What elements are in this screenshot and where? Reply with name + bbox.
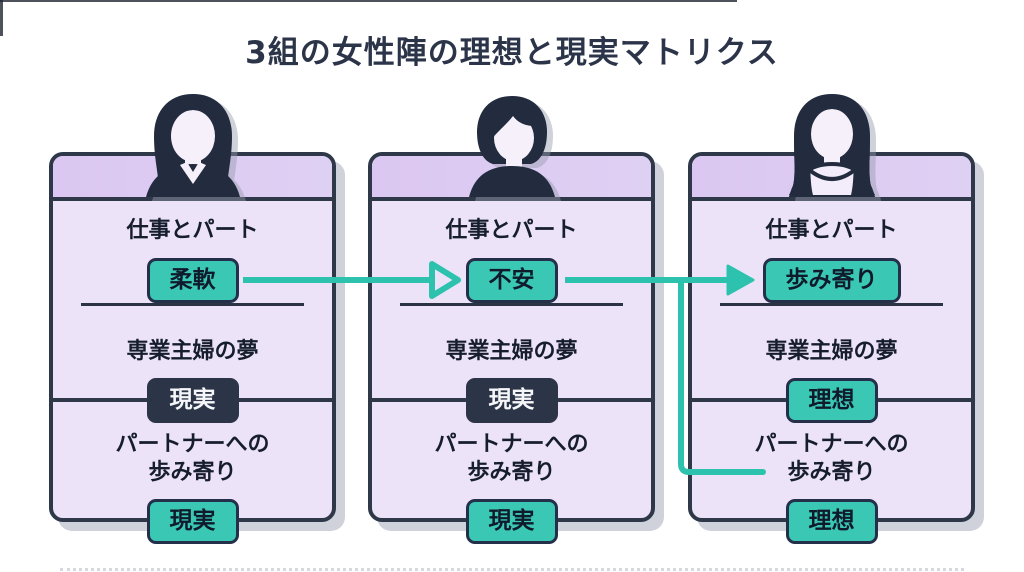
card1-divider (81, 303, 304, 306)
card3-section2-title: 専業主婦の夢 (765, 339, 898, 364)
card3-section3-title: パートナーへの 歩み寄り (692, 431, 971, 487)
card3-divider (720, 303, 943, 306)
card1-section3-line2: 歩み寄り (148, 460, 237, 485)
card3-section1-badge: 歩み寄り (762, 258, 901, 303)
card2-section1-badge: 不安 (465, 258, 558, 303)
card1-section3-line1: パートナーへの (115, 432, 270, 457)
card2-section3-line2: 歩み寄り (467, 460, 556, 485)
card1-section2-title: 専業主婦の夢 (126, 339, 259, 364)
card3-section3-line1: パートナーへの (754, 432, 909, 457)
card2-section1-title: 仕事とパート (445, 218, 578, 243)
card1-section3-badge: 現実 (146, 499, 239, 544)
card1-section2-badge: 現実 (146, 378, 239, 423)
avatar-bob-hair-woman-icon (468, 96, 555, 197)
card3-section2-badge: 理想 (785, 378, 878, 423)
card3-section1-title: 仕事とパート (765, 218, 898, 243)
avatar-long-hair-woman-icon (788, 94, 875, 197)
card2-section3-badge: 現実 (465, 499, 558, 544)
left-edge-artifact (0, 0, 3, 36)
card-couple2: 仕事とパート 不安 専業主婦の夢 現実 パートナーへの 歩み寄り 現実 (368, 96, 655, 544)
top-edge-artifact (0, 0, 737, 2)
card-couple3: 仕事とパート 歩み寄り 専業主婦の夢 理想 パートナーへの 歩み寄り 理想 (688, 94, 975, 544)
page-title: 3組の女性陣の理想と現実マトリクス (245, 35, 779, 71)
card3-section3-line2: 歩み寄り (787, 460, 876, 485)
card2-section3-line1: パートナーへの (434, 432, 589, 457)
card-couple1: 仕事とパート 柔軟 専業主婦の夢 現実 パートナーへの 歩み寄り 現実 (49, 94, 336, 544)
card3-section3-badge: 理想 (785, 499, 878, 544)
avatar-businesswoman-icon (145, 94, 240, 197)
bottom-dotted-line (60, 568, 964, 571)
card2-section2-badge: 現実 (465, 378, 558, 423)
card1-section1-title: 仕事とパート (126, 218, 259, 243)
card1-section3-title: パートナーへの 歩み寄り (53, 431, 332, 487)
card1-section1-badge: 柔軟 (146, 258, 239, 303)
card2-section2-title: 専業主婦の夢 (445, 339, 578, 364)
card2-divider (400, 303, 623, 306)
card2-section3-title: パートナーへの 歩み寄り (372, 431, 651, 487)
